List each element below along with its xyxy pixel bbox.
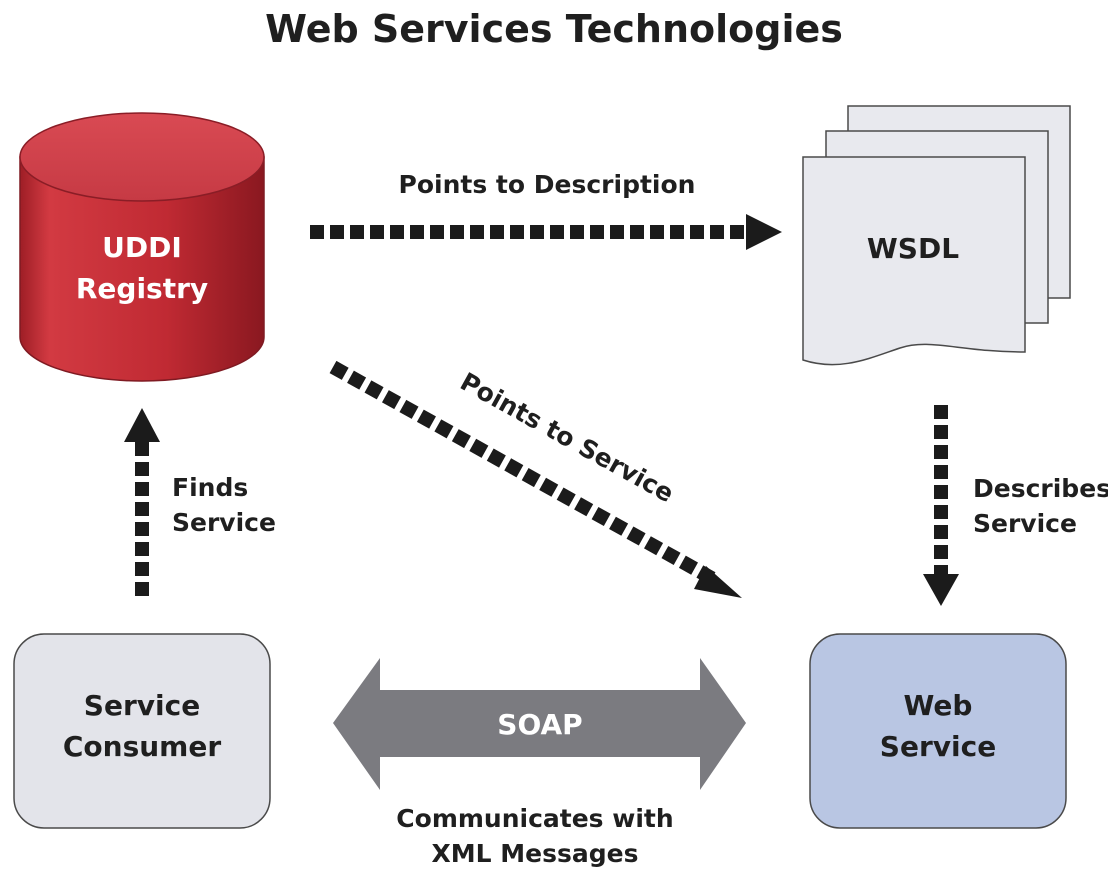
- points-to-description-label: Points to Description: [399, 170, 696, 199]
- soap-caption-line1: Communicates with: [396, 804, 673, 833]
- finds-service-arrow: [124, 408, 160, 596]
- soap-caption-line2: XML Messages: [432, 839, 639, 868]
- uddi-label-line1: UDDI: [102, 231, 182, 264]
- service-consumer-node: Service Consumer: [13, 633, 271, 829]
- webservice-label-line2: Service: [880, 730, 996, 763]
- describes-service-label-line2: Service: [973, 509, 1077, 538]
- uddi-registry-node: UDDI Registry: [19, 112, 265, 382]
- points-to-service-arrow: [329, 360, 742, 598]
- soap-double-arrow: SOAP: [333, 658, 746, 790]
- web-service-node: Web Service: [809, 633, 1067, 829]
- describes-service-arrow: [923, 405, 959, 606]
- diagram-title: Web Services Technologies: [265, 7, 843, 51]
- wsdl-label: WSDL: [867, 232, 959, 265]
- wsdl-node: WSDL: [802, 105, 1071, 366]
- consumer-label-line2: Consumer: [63, 730, 221, 763]
- uddi-label-line2: Registry: [76, 272, 208, 305]
- consumer-label-line1: Service: [84, 689, 200, 722]
- soap-label: SOAP: [497, 708, 582, 741]
- points-to-description-arrow: [310, 214, 782, 250]
- points-to-service-label: Points to Service: [455, 367, 678, 508]
- describes-service-label-line1: Describes: [973, 474, 1108, 503]
- finds-service-label-line2: Service: [172, 508, 276, 537]
- webservice-label-line1: Web: [904, 689, 973, 722]
- finds-service-label-line1: Finds: [172, 473, 248, 502]
